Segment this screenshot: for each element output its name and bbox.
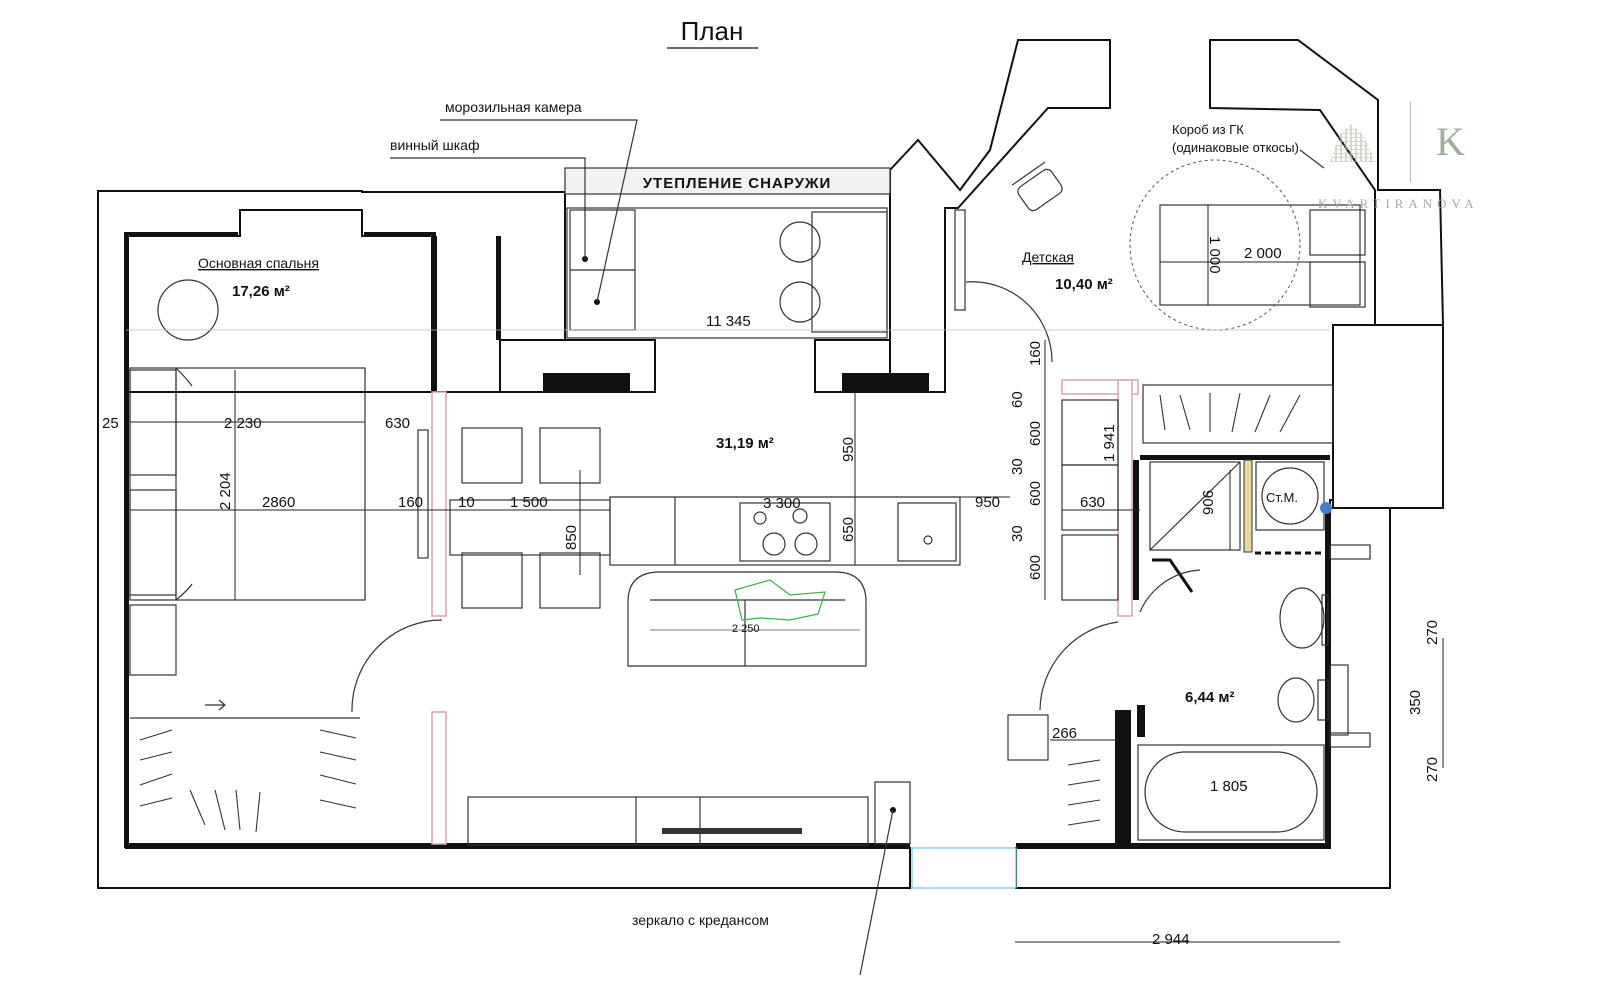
kids-room-area: 10,40 м²: [1055, 276, 1113, 293]
dim-630-cabinet: 630: [1080, 494, 1105, 511]
dim-30-b: 30: [1009, 525, 1026, 542]
dim-bed-width: 2 230: [224, 415, 262, 432]
bathroom-area: 6,44 м²: [1185, 689, 1234, 706]
gk-box-callout-line2: (одинаковые откосы): [1172, 140, 1299, 155]
dim-1500: 1 500: [510, 494, 548, 511]
logo-divider: [1410, 102, 1411, 182]
dim-1941: 1 941: [1101, 424, 1118, 462]
wine-cabinet-callout: винный шкаф: [390, 137, 479, 153]
dim-balcony: 11 345: [706, 313, 751, 330]
dim-3300: 3 300: [763, 495, 801, 512]
dim-650: 650: [840, 517, 857, 542]
dim-2944: 2 944: [1152, 931, 1190, 948]
partition-walls: [431, 379, 1139, 845]
master-bedroom-furniture: [129, 279, 443, 833]
dim-25: 25: [102, 415, 119, 432]
dim-630-bedroom: 630: [385, 415, 410, 432]
dim-10: 10: [458, 494, 475, 511]
dim-266: 266: [1052, 725, 1077, 742]
dim-kid-bed-length: 2 000: [1244, 245, 1282, 262]
dim-950-vertical: 950: [840, 437, 857, 462]
dim-160-right: 160: [1027, 341, 1044, 366]
mirror-callout: зеркало с крeдансом: [632, 912, 769, 928]
building-icon: [1330, 124, 1376, 162]
dimension-lines: [126, 205, 1444, 943]
dim-kid-bed-width: 1 000: [1206, 236, 1223, 274]
kids-room-label: Детская: [1022, 249, 1074, 265]
kitchen-furniture: [449, 427, 1017, 976]
dim-906: 906: [1199, 490, 1216, 515]
dim-350: 350: [1407, 690, 1424, 715]
master-bedroom-area: 17,26 м²: [232, 283, 290, 300]
dim-270-bottom: 270: [1424, 757, 1441, 782]
logo-letter: K: [1436, 119, 1465, 164]
dim-60: 60: [1009, 391, 1026, 408]
brand-logo: K KVARTIRANOVA: [1318, 96, 1508, 216]
logo-wordmark: KVARTIRANOVA: [1318, 196, 1479, 211]
dim-950-horizontal: 950: [975, 494, 1000, 511]
dim-sofa: 2 250: [732, 623, 760, 635]
dim-30-a: 30: [1009, 458, 1026, 475]
dim-600-a: 600: [1027, 421, 1044, 446]
dimension-labels: 11 345 2 230 2 204 2860 25 630 160 10 1 …: [102, 236, 1441, 948]
master-bedroom-label: Основная спальня: [198, 255, 319, 271]
dim-600-c: 600: [1027, 555, 1044, 580]
dim-tub: 1 805: [1210, 778, 1248, 795]
insulation-label: УТЕПЛЕНИЕ СНАРУЖИ: [643, 175, 832, 192]
outer-walls: [97, 39, 1445, 889]
freezer-callout: морозильная камера: [445, 99, 582, 115]
plan-title: План: [681, 16, 744, 46]
dim-270-top: 270: [1424, 620, 1441, 645]
washer-label: Ст.М.: [1266, 490, 1298, 505]
dim-bedroom: 2860: [262, 494, 295, 511]
dim-160-left: 160: [398, 494, 423, 511]
gk-box-callout-line1: Короб из ГК: [1172, 122, 1244, 137]
bathroom-fixtures: [1007, 459, 1371, 841]
dim-bed-length: 2 204: [217, 472, 234, 510]
dim-850: 850: [563, 525, 580, 550]
dim-600-b: 600: [1027, 481, 1044, 506]
living-area: 31,19 м²: [716, 435, 774, 452]
